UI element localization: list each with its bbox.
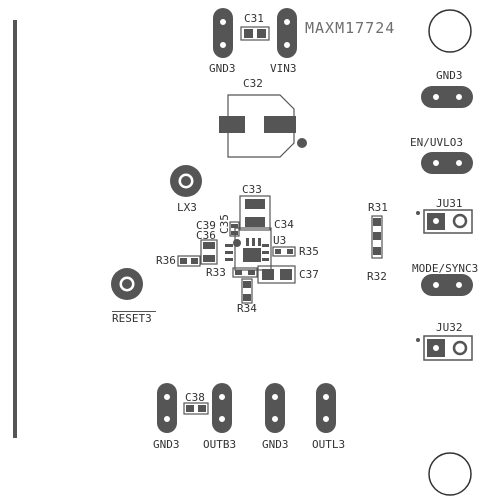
c37-capacitor [257, 265, 296, 284]
label-r32: R32 [367, 270, 387, 283]
reset3-test-point [111, 268, 143, 300]
label-r33: R33 [206, 266, 226, 279]
label-gnd3-bottom-left: GND3 [153, 438, 180, 451]
label-c32: C32 [243, 77, 263, 90]
label-ju32: JU32 [436, 321, 463, 334]
ju31-jumper [423, 209, 473, 234]
label-u3: U3 [273, 234, 286, 247]
c32-pad-left [219, 116, 245, 133]
label-c33: C33 [242, 183, 262, 196]
ju32-pin1-dot [416, 338, 420, 342]
part-name: MAXM17724 [305, 19, 395, 37]
c33-capacitor [239, 195, 271, 231]
u3-pins-left [225, 244, 233, 261]
label-outl3: OUTL3 [312, 438, 345, 451]
label-gnd3-right: GND3 [436, 69, 463, 82]
label-mode-sync3: MODE/SYNC3 [412, 262, 478, 275]
c32-pad-right [264, 116, 296, 133]
mode-sync3-connector [421, 274, 473, 296]
label-c36: C36 [196, 229, 216, 242]
outl3-connector [316, 383, 336, 433]
vin3-connector [277, 8, 297, 58]
c39-c36-capacitors [200, 239, 218, 265]
label-c31: C31 [244, 12, 264, 25]
ju32-jumper [423, 335, 473, 361]
label-en-uvlo3: EN/UVLO3 [410, 136, 463, 149]
label-gnd3-top: GND3 [209, 62, 236, 75]
label-c38: C38 [185, 391, 205, 404]
ju31-pin1-dot [416, 211, 420, 215]
gnd3-right-connector [421, 86, 473, 108]
label-r35: R35 [299, 245, 319, 258]
label-lx3: LX3 [177, 201, 197, 214]
label-r36: R36 [156, 254, 176, 267]
label-r34: R34 [237, 302, 257, 315]
r31-r32-resistors [371, 215, 383, 259]
r36-resistor [177, 255, 201, 267]
label-ju31: JU31 [436, 197, 463, 210]
r34-resistor [241, 278, 253, 304]
u3-pins-right [262, 244, 269, 261]
c31-capacitor [240, 26, 270, 41]
r35-resistor [272, 246, 296, 257]
label-c35: C35 [218, 214, 231, 234]
outb3-connector [212, 383, 232, 433]
c32-polarity-dot [297, 138, 307, 148]
u3-pin1-dot [233, 239, 241, 247]
c38-capacitor [183, 402, 209, 415]
gnd3-top-connector [213, 8, 233, 58]
label-c37: C37 [299, 268, 319, 281]
board-edge-left [13, 20, 17, 438]
mounting-hole-top [428, 9, 472, 53]
r33-resistor [232, 267, 258, 278]
lx3-test-point [170, 165, 202, 197]
u3-center-pad [243, 248, 261, 262]
en-uvlo3-connector [421, 152, 473, 174]
label-outb3: OUTB3 [203, 438, 236, 451]
gnd3-bottom-mid-connector [265, 383, 285, 433]
label-r31: R31 [368, 201, 388, 214]
label-c34: C34 [274, 218, 294, 231]
gnd3-bottom-left-connector [157, 383, 177, 433]
label-vin3: VIN3 [270, 62, 297, 75]
label-gnd3-bottom-mid: GND3 [262, 438, 289, 451]
reset3-overbar [112, 311, 156, 312]
label-reset3: RESET3 [112, 312, 152, 325]
u3-pins-top [246, 238, 261, 246]
label-c39: C39 [196, 219, 216, 232]
mounting-hole-bottom [428, 452, 472, 496]
c32-outline [227, 94, 295, 158]
